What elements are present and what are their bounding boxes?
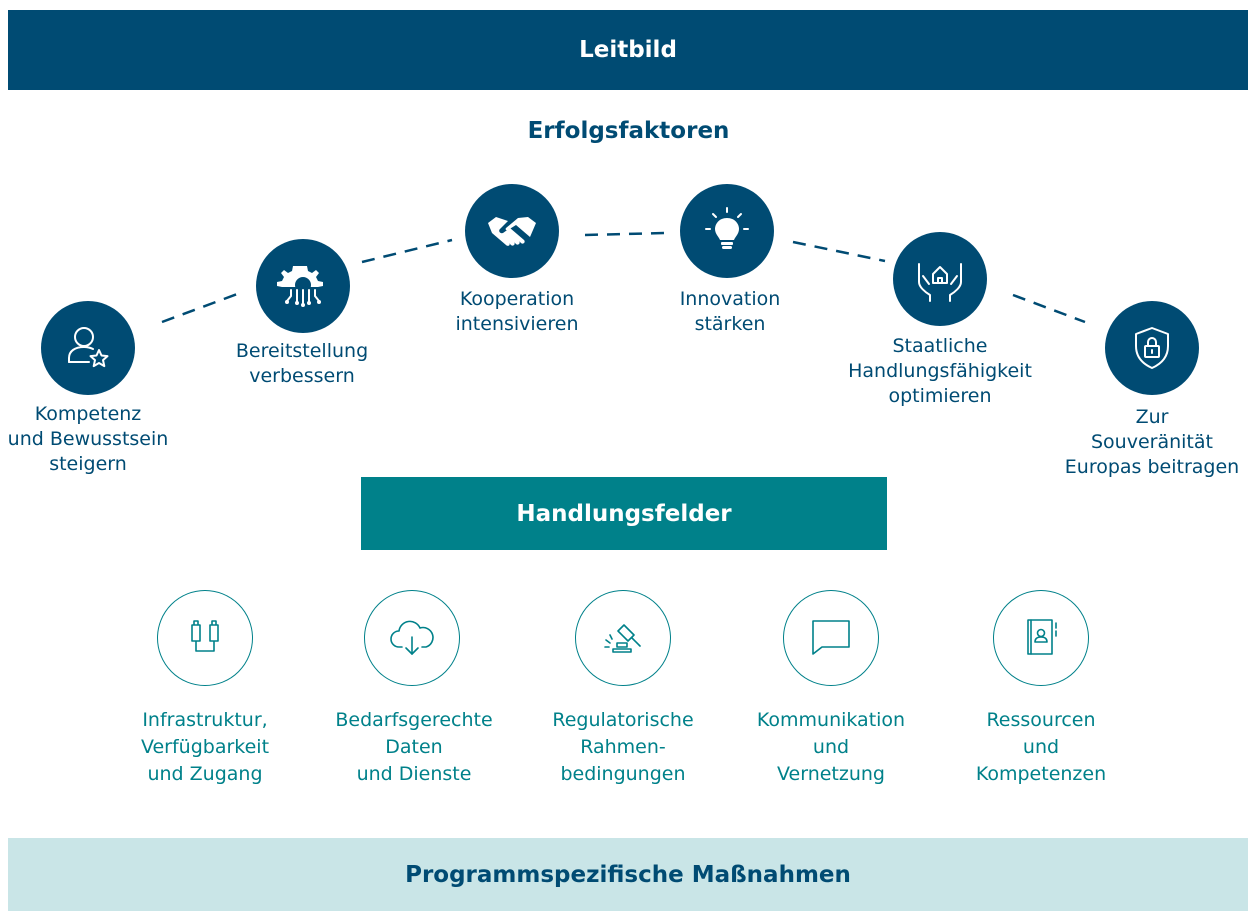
erfolgsfaktoren-title: Erfolgsfaktoren [527,118,730,144]
field-infrastruktur-circle [157,590,253,686]
speech-bubble-icon [812,620,850,655]
factor-souveraenitaet-label: Zur Souveränität Europas beitragen [1064,406,1240,478]
address-book-icon [1027,619,1057,655]
factor-bereitstellung-label: Bereitstellung verbessern [235,340,369,387]
connector-4 [792,240,886,263]
field-kommunikation-label: Kommunikation und Vernetzung [756,709,906,785]
factor-kompetenz-circle [41,301,135,395]
gear-circuit-icon [277,266,323,307]
factor-kooperation-circle [465,184,559,278]
leitbild-banner: Leitbild [8,10,1248,90]
field-kommunikation-circle [783,590,879,686]
field-daten-label: Bedarfsgerechte Daten und Dienste [335,709,493,785]
factor-souveraenitaet-circle [1105,301,1199,395]
connector-3 [584,231,666,237]
connector-1 [161,291,241,324]
hands-house-icon [918,263,962,302]
handlungsfelder-banner: Handlungsfelder [361,477,887,550]
handlungsfelder-label: Handlungsfelder [516,500,732,527]
factor-kompetenz-label: Kompetenz und Bewusstsein steigern [7,403,169,475]
factor-staatliche-circle [893,232,987,326]
infrastructure-icon [191,620,219,652]
field-regulatorische-circle [575,590,671,686]
field-ressourcen-label: Ressourcen und Kompetenzen [975,709,1107,785]
gavel-icon [604,624,641,653]
factor-kooperation-label: Kooperation intensivieren [455,288,579,335]
factor-innovation-circle [680,184,774,278]
field-regulatorische-label: Regulatorische Rahmen- bedingungen [552,709,694,785]
shield-lock-icon [1135,327,1169,369]
field-infrastruktur-label: Infrastruktur, Verfügbarkeit und Zugang [140,709,270,785]
connector-2 [361,238,453,264]
lightbulb-icon [705,207,749,249]
factor-staatliche-label: Staatliche Handlungsfähigkeit optimieren [848,335,1032,407]
handshake-icon [488,217,536,246]
massnahmen-label: Programmspezifische Maßnahmen [405,861,851,888]
massnahmen-banner: Programmspezifische Maßnahmen [8,838,1248,911]
field-daten-circle [364,590,460,686]
connector-5 [1012,293,1086,324]
factor-innovation-label: Innovation stärken [679,288,781,335]
leitbild-label: Leitbild [579,37,677,63]
person-star-icon [68,327,109,368]
field-ressourcen-circle [993,590,1089,686]
cloud-download-icon [390,620,434,655]
factor-bereitstellung-circle [256,239,350,333]
